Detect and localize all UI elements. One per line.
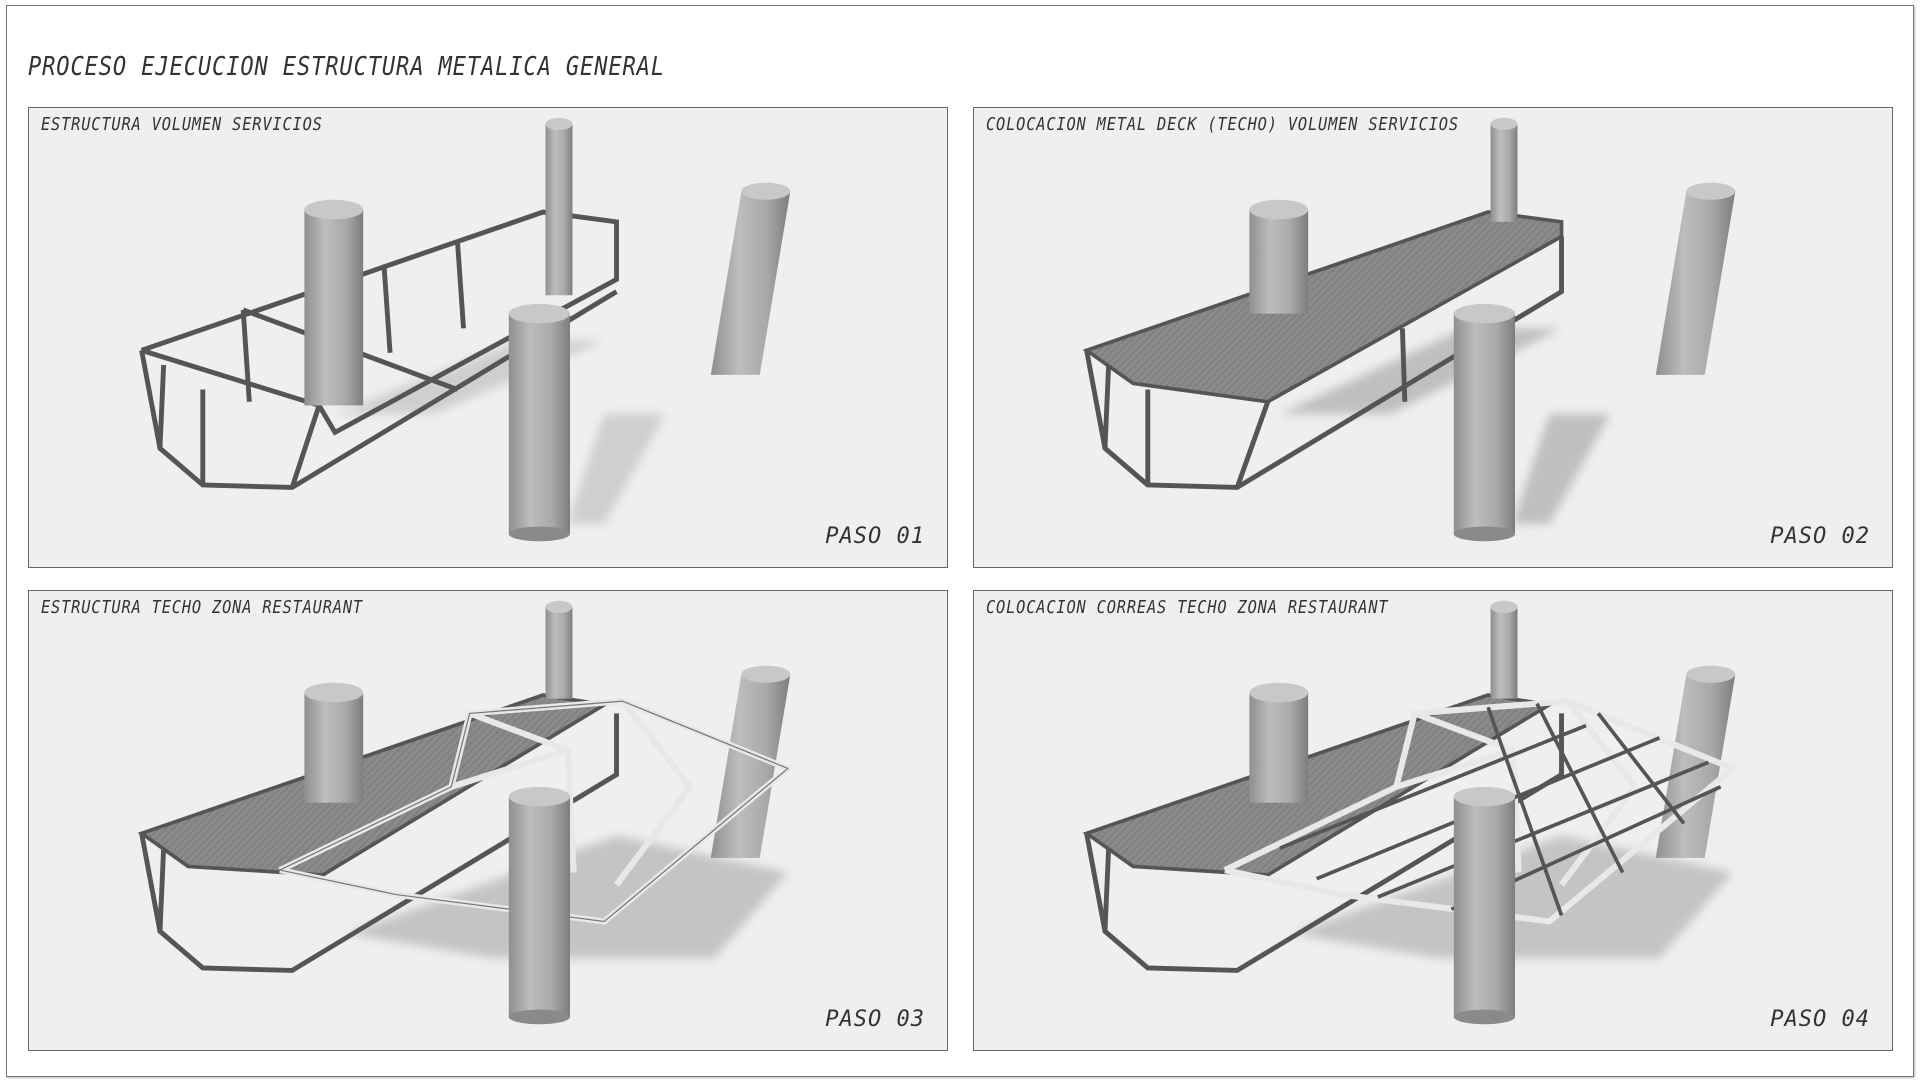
step-label: PASO 03 <box>825 1007 925 1032</box>
page-title: PROCESO EJECUCION ESTRUCTURA METALICA GE… <box>28 52 665 82</box>
column <box>304 600 791 858</box>
column <box>304 117 791 542</box>
panel-title: COLOCACION METAL DECK (TECHO) VOLUMEN SE… <box>986 114 1459 135</box>
panel-step-04: COLOCACION CORREAS TECHO ZONA RESTAURANT… <box>973 590 1893 1051</box>
panel-step-02: COLOCACION METAL DECK (TECHO) VOLUMEN SE… <box>973 107 1893 568</box>
steel-frame <box>1084 236 1564 490</box>
step-label: PASO 04 <box>1770 1007 1870 1032</box>
panel-title: COLOCACION CORREAS TECHO ZONA RESTAURANT <box>986 597 1389 618</box>
step-01-render <box>139 117 791 542</box>
column <box>508 786 571 1025</box>
roof-truss <box>1223 698 1739 925</box>
step-03-render <box>137 600 794 1025</box>
drawing-sheet <box>6 5 1914 1077</box>
column <box>1453 786 1516 1025</box>
panel-title: ESTRUCTURA VOLUMEN SERVICIOS <box>41 114 323 135</box>
step-label: PASO 01 <box>825 524 925 549</box>
panel-step-01: ESTRUCTURA VOLUMEN SERVICIOS PASO 01 <box>28 107 948 568</box>
column <box>1249 117 1736 542</box>
step-04-render <box>1082 600 1739 1025</box>
step-02-render <box>1082 117 1736 542</box>
step-label: PASO 02 <box>1770 524 1870 549</box>
panel-title: ESTRUCTURA TECHO ZONA RESTAURANT <box>41 597 363 618</box>
panel-step-03: ESTRUCTURA TECHO ZONA RESTAURANT PASO 03 <box>28 590 948 1051</box>
